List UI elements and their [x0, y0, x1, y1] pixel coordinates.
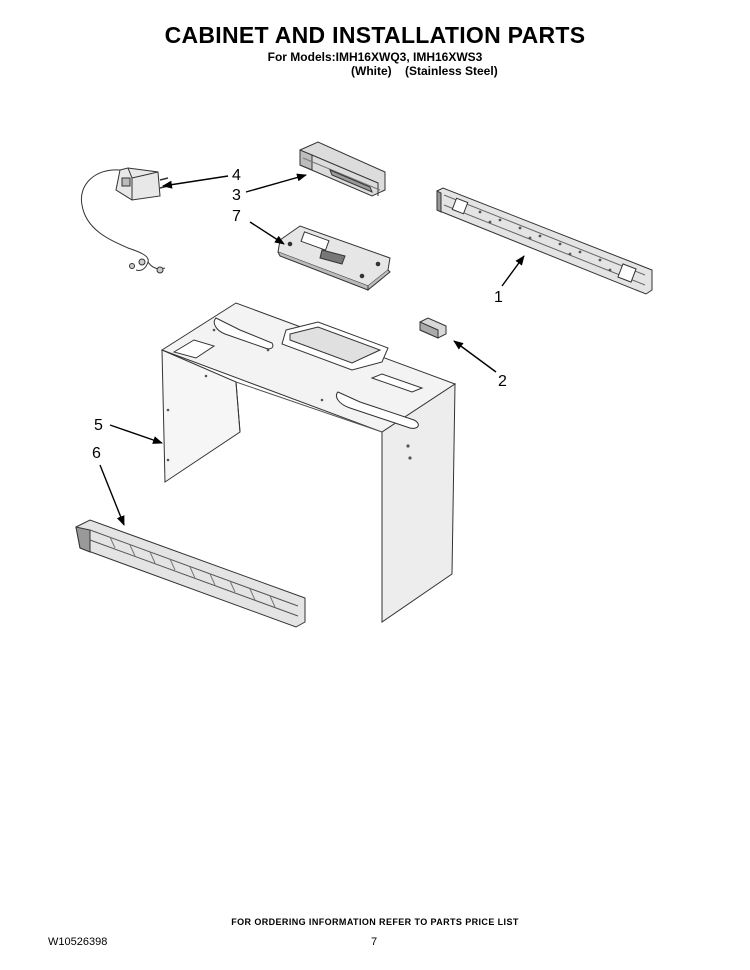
- callout-1: 1: [494, 289, 503, 306]
- cabinet-body: [160, 302, 457, 623]
- callout-6: 6: [92, 445, 101, 462]
- callout-7: 7: [232, 208, 241, 225]
- document-number: W10526398: [48, 936, 108, 948]
- page-number: 7: [371, 936, 378, 948]
- page-title: CABINET AND INSTALLATION PARTS: [164, 22, 586, 48]
- callout-4: 4: [232, 167, 241, 184]
- vent-bracket-part-3: [299, 141, 386, 197]
- callout-2: 2: [498, 373, 507, 390]
- mounting-plate-part-7: [277, 225, 391, 292]
- clip-part-2: [419, 317, 447, 339]
- leader-lines: [99, 173, 525, 526]
- callout-3: 3: [232, 187, 241, 204]
- mounting-rail-part-1: [436, 187, 653, 295]
- ordering-note: FOR ORDERING INFORMATION REFER TO PARTS …: [231, 917, 519, 927]
- power-cord-part-4: [80, 167, 169, 274]
- model-numbers: For Models:IMH16XWQ3, IMH16XWS3: [267, 50, 483, 64]
- callout-5: 5: [94, 417, 103, 434]
- front-grille-part-6: [75, 519, 306, 628]
- model-variants: (White) (Stainless Steel): [351, 64, 498, 78]
